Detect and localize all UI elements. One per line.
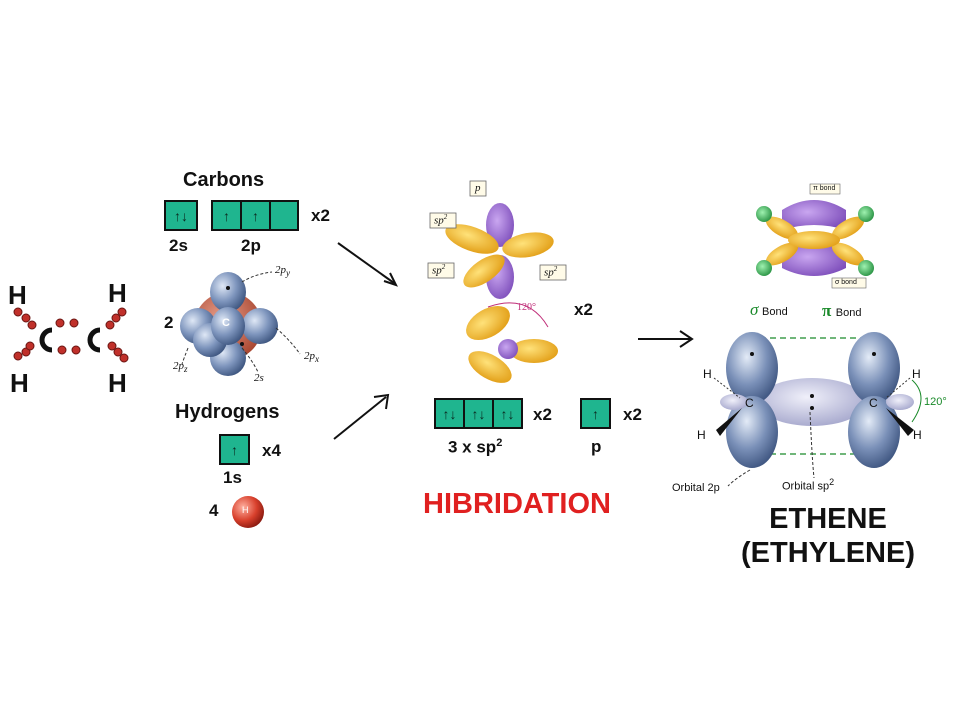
top-sigma-bond-label: σ bond	[835, 279, 857, 286]
pi-bond-legend: π Bond	[822, 301, 862, 320]
sigma-bond-lobe	[758, 378, 866, 426]
hydrogen-bottom-left: H	[10, 368, 29, 398]
ethene-h-bottom-left: H	[697, 428, 706, 442]
ethene-h-top-right: H	[912, 367, 921, 381]
ethene-h-bottom-right: H	[913, 428, 922, 442]
carbon-2p-label: 2p	[241, 236, 261, 255]
sp2-orbital-diagram	[427, 180, 567, 383]
carbons-multiplier: x2	[311, 206, 330, 225]
ethene-title: ETHENE (ETHYLENE)	[728, 502, 928, 570]
hyb-label-sp2-c: sp2	[544, 265, 558, 279]
sp2-label: 3 x sp2	[448, 437, 503, 457]
hydrogen-top-right: H	[108, 278, 127, 308]
hyb-multiplier-top: x2	[574, 300, 593, 319]
hydrogen-bottom-right: H	[108, 368, 127, 398]
ethene-pi-bond-diagram	[756, 183, 874, 289]
p-multiplier: x2	[623, 405, 642, 424]
carbon-2s-box: ↑↓	[164, 200, 198, 231]
planar-p-lobe	[498, 339, 518, 359]
carbon-left-shape	[39, 327, 53, 353]
hydrogen-top-left: H	[8, 280, 27, 310]
sp2-lobe-1	[445, 224, 499, 254]
ethene-c-left: C	[745, 396, 754, 410]
planar-sp2-lobe-3	[468, 351, 512, 383]
arrow-carbons-line	[337, 242, 395, 284]
carbon-2p-cell-1: ↑	[213, 202, 242, 229]
hydrogen-atom-sphere	[232, 496, 264, 528]
arrow-to-ethene	[638, 330, 694, 348]
label-2py: 2py	[275, 264, 291, 279]
sp2-cell-3: ↑↓	[500, 405, 515, 422]
hydrogen-1s-box: ↑	[219, 434, 250, 465]
carbon-2p-cell-2: ↑	[242, 202, 271, 229]
p-box: ↑	[580, 398, 611, 429]
hyb-label-p: p	[475, 182, 481, 194]
hydrogens-multiplier: x4	[262, 441, 281, 460]
arrow-carbons-head	[383, 272, 398, 287]
arrow-hydrogens-line	[333, 396, 387, 440]
sp2-box: ↑↓ ↑↓ ↑↓	[434, 398, 523, 429]
p-label: p	[591, 437, 602, 456]
arrow-hydrogens-head	[373, 393, 390, 410]
label-2s: 2s	[254, 372, 264, 384]
orbital-px-right	[242, 308, 278, 344]
carbon-atom-count: 2	[164, 313, 174, 332]
ethene-c-right: C	[869, 396, 878, 410]
label-2px: 2px	[304, 350, 320, 365]
angle-arc	[487, 302, 549, 328]
left-p-lobe-bottom	[726, 396, 778, 468]
hydrogen-1s-cell: ↑	[231, 441, 238, 458]
hydrogen-atom-count: 4	[209, 501, 219, 520]
sp2-cell-2: ↑↓	[465, 400, 494, 427]
label-2pz: 2pz	[173, 360, 188, 375]
carbon-atom-orbitals	[180, 271, 301, 376]
carbons-title: Carbons	[183, 169, 265, 191]
ethene-skeleton: H H H H	[0, 270, 140, 400]
p-lobe-top	[486, 203, 514, 247]
carbon-2s-label: 2s	[169, 236, 188, 255]
hydrogen-1s-label: 1s	[223, 468, 242, 487]
hydrogens-title: Hydrogens	[175, 401, 280, 423]
top-pi-bond-label: π bond	[813, 185, 836, 192]
right-p-lobe-top	[848, 332, 900, 404]
sigma-bond-legend: σ Bond	[750, 300, 788, 319]
sp2-lobe-2	[502, 232, 554, 258]
arrows-to-hybridation	[333, 242, 398, 440]
carbon-center-label: C	[222, 317, 230, 329]
carbon-right-shape	[87, 327, 101, 353]
sp2-cell-1: ↑↓	[436, 400, 465, 427]
ethene-h-top-left: H	[703, 367, 712, 381]
ethene-title-line1: ETHENE	[769, 503, 887, 535]
carbon-2p-box: ↑ ↑	[211, 200, 299, 231]
right-p-lobe-bottom	[848, 396, 900, 468]
planar-sp2-lobe-2	[510, 339, 558, 363]
sp2-multiplier: x2	[533, 405, 552, 424]
hydrogen-sphere-label: H	[242, 505, 249, 515]
hyb-label-sp2-a: sp2	[434, 213, 448, 227]
carbon-2p-cell-3	[271, 202, 297, 229]
orbital-sp2-label: Orbital sp2	[782, 477, 835, 493]
hybridation-title: HIBRIDATION	[423, 488, 611, 520]
p-cell: ↑	[592, 405, 599, 422]
hyb-angle-label: 120°	[517, 302, 536, 313]
ethene-orbital-diagram	[713, 332, 922, 487]
orbital-2p-label: Orbital 2p	[672, 482, 720, 494]
ethene-title-line2: (ETHYLENE)	[741, 537, 915, 569]
left-p-lobe-top	[726, 332, 778, 404]
hyb-label-sp2-b: sp2	[432, 263, 446, 277]
orbital-py-top	[210, 272, 246, 312]
electron-dots	[13, 307, 129, 363]
sp2-lobe-3	[463, 254, 505, 288]
ethene-angle: 120°	[924, 396, 947, 408]
carbon-2s-cell: ↑↓	[174, 207, 188, 224]
planar-sp2-lobe-1	[466, 305, 510, 341]
orbital-center	[211, 307, 245, 345]
ethene-skeleton-svg	[13, 307, 129, 363]
